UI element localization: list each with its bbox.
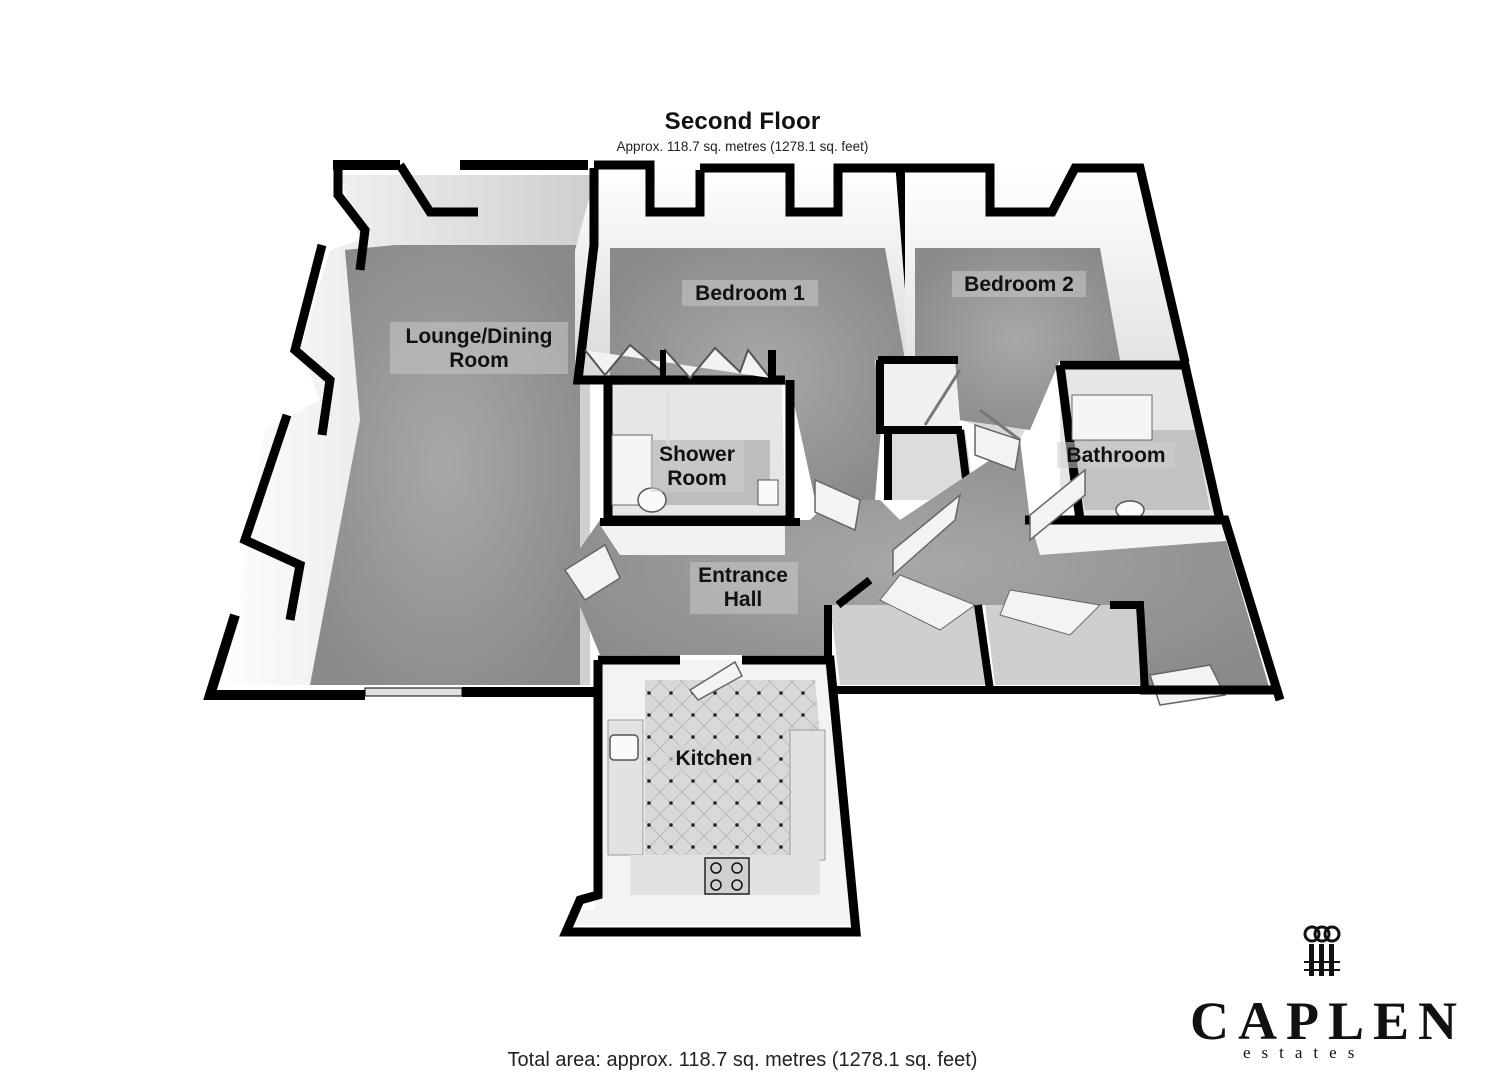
caplen-logo-emblem [1303,925,1341,976]
label-lounge-line1: Lounge/Dining [406,325,553,348]
floor-area: Approx. 118.7 sq. metres (1278.1 sq. fee… [616,139,869,154]
hall-cupboards [824,574,1280,695]
label-hall-line1: Entrance [698,564,788,587]
floor-title: Second Floor [664,108,821,135]
bedroom-1 [572,160,920,500]
brand-tagline: estates [1243,1043,1366,1062]
label-bathroom: Bathroom [1066,444,1165,467]
label-kitchen: Kitchen [675,747,752,770]
label-bedroom-2: Bedroom 2 [964,273,1074,296]
entrance-hall [563,423,1285,706]
cupboards [875,356,1021,500]
kitchen [559,655,861,937]
room-labels: Lounge/Dining Room Bedroom 1 Bedroom 2 S… [390,271,1175,771]
label-lounge-line2: Room [449,349,509,372]
lounge-dining-room [203,160,598,700]
total-area: Total area: approx. 118.7 sq. metres (12… [507,1049,978,1071]
label-bedroom-1: Bedroom 1 [695,282,805,305]
label-shower-line1: Shower [659,443,735,466]
brand-name: CAPLEN [1190,991,1467,1051]
label-hall-line2: Hall [724,588,763,611]
label-shower-line2: Room [667,467,727,490]
